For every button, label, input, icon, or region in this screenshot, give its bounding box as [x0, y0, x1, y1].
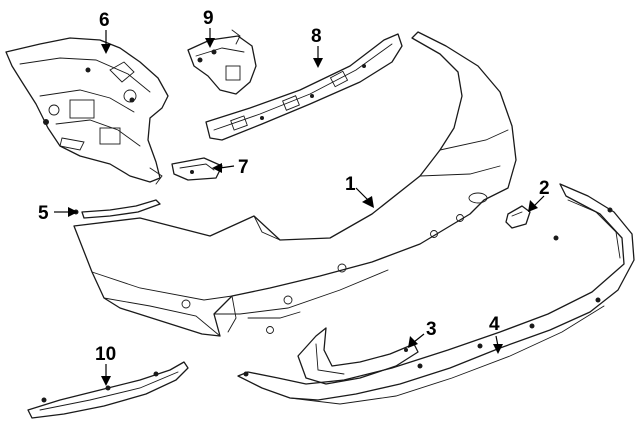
part-4-lower-valance: [237, 183, 635, 405]
callout-7: 7: [238, 157, 249, 178]
callout-1: 1: [345, 174, 356, 195]
callout-5: 5: [38, 203, 49, 224]
part-1-bumper-cover: [73, 31, 517, 337]
callout-leaders: [54, 28, 545, 386]
callout-3: 3: [426, 319, 437, 340]
callout-8: 8: [311, 26, 322, 47]
callout-9: 9: [203, 8, 214, 29]
callout-10: 10: [95, 344, 116, 365]
part-7-sensor-bracket: [171, 157, 223, 181]
callout-4: 4: [489, 314, 500, 335]
part-10-side-trim: [27, 361, 189, 419]
part-6-rear-inner-panel: [5, 37, 169, 185]
callout-6: 6: [99, 10, 110, 31]
callout-2: 2: [539, 178, 550, 199]
part-2-tow-hook-cover: [505, 205, 531, 229]
part-8-impact-bar: [205, 33, 403, 141]
part-9-bumper-bracket: [187, 29, 257, 95]
part-5-upper-molding: [73, 199, 161, 219]
part-3-reflector-trim: [297, 327, 419, 385]
